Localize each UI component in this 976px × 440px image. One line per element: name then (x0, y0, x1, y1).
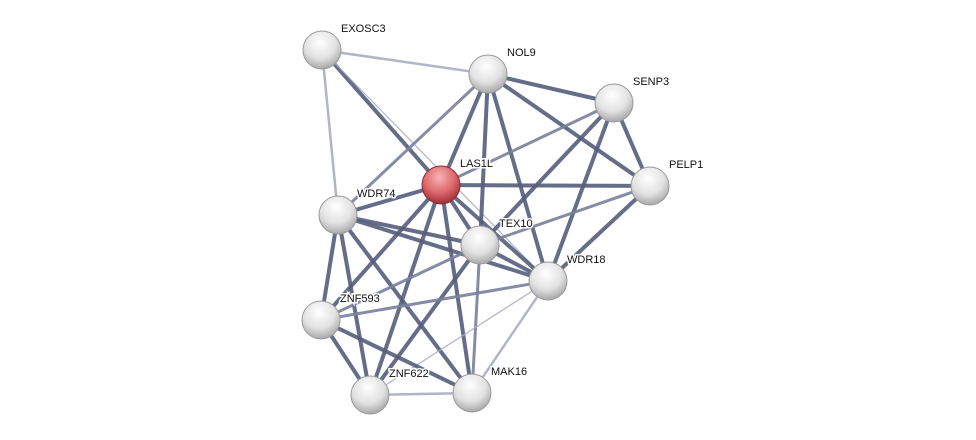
node-label: WDR74 (357, 188, 396, 200)
node-senp3[interactable]: SENP3 (594, 75, 671, 123)
node-label: ZNF622 (389, 368, 429, 380)
node-sphere[interactable] (421, 165, 461, 205)
node-pelp1[interactable]: PELP1 (630, 158, 705, 206)
node-sphere[interactable] (452, 373, 492, 413)
edge-nol9-tex10[interactable] (478, 73, 490, 246)
edge-senp3-tex10[interactable] (478, 101, 616, 247)
edge-nol9-wdr18[interactable] (486, 73, 550, 282)
node-label: PELP1 (669, 159, 703, 171)
edge-tex10-znf593[interactable] (320, 243, 481, 322)
edge-wdr74-tex10[interactable] (337, 213, 481, 247)
node-wdr18[interactable]: WDR18 (528, 253, 607, 301)
edge-exosc3-wdr18[interactable] (321, 49, 549, 282)
node-label: NOL9 (507, 47, 536, 59)
edge-exosc3-wdr74[interactable] (320, 49, 340, 216)
edge-las1l-znf622[interactable] (368, 184, 443, 396)
node-sphere[interactable] (528, 261, 568, 301)
edge-wdr18-mak16[interactable] (470, 280, 550, 394)
node-znf593[interactable]: ZNF593 (301, 292, 381, 340)
node-exosc3[interactable]: EXOSC3 (302, 22, 387, 70)
edge-las1l-mak16[interactable] (439, 184, 474, 394)
node-label: EXOSC3 (341, 23, 386, 35)
edge-nol9-wdr74[interactable] (336, 72, 490, 217)
node-label: TEX10 (499, 218, 533, 230)
node-znf622[interactable]: ZNF622 (350, 367, 430, 415)
edge-senp3-wdr18[interactable] (546, 102, 616, 282)
node-sphere[interactable] (318, 195, 358, 235)
edge-wdr74-wdr18[interactable] (337, 213, 549, 283)
node-sphere[interactable] (468, 54, 508, 94)
edge-exosc3-las1l[interactable] (320, 48, 443, 187)
edge-nol9-senp3[interactable] (487, 72, 615, 105)
edge-las1l-znf593[interactable] (319, 183, 443, 322)
node-sphere[interactable] (460, 225, 500, 265)
node-sphere[interactable] (301, 300, 341, 340)
edge-exosc3-nol9[interactable] (321, 48, 489, 76)
edge-pelp1-wdr18[interactable] (546, 184, 652, 283)
edge-znf593-mak16[interactable] (320, 318, 473, 395)
node-mak16[interactable]: MAK16 (452, 365, 529, 413)
node-wdr74[interactable]: WDR74 (318, 187, 397, 235)
node-label: WDR18 (567, 254, 606, 266)
edge-wdr18-znf593[interactable] (320, 279, 549, 322)
node-sphere[interactable] (350, 375, 390, 415)
node-label: LAS1L (460, 158, 493, 170)
edge-nol9-pelp1[interactable] (486, 72, 652, 188)
edge-tex10-znf622[interactable] (368, 243, 482, 397)
edge-wdr74-mak16[interactable] (336, 213, 474, 395)
node-sphere[interactable] (302, 30, 342, 70)
node-label: MAK16 (491, 366, 527, 378)
node-label: SENP3 (633, 76, 669, 88)
node-las1l[interactable]: LAS1L (421, 157, 495, 205)
edge-nol9-las1l[interactable] (439, 73, 490, 186)
node-sphere[interactable] (630, 166, 670, 206)
node-nol9[interactable]: NOL9 (468, 46, 537, 94)
edge-pelp1-tex10[interactable] (479, 184, 651, 247)
edge-senp3-las1l[interactable] (440, 101, 615, 187)
node-label: ZNF593 (340, 293, 380, 305)
node-sphere[interactable] (594, 83, 634, 123)
node-tex10[interactable]: TEX10 (460, 217, 534, 265)
edge-tex10-mak16[interactable] (470, 244, 482, 394)
edge-wdr18-znf622[interactable] (369, 280, 549, 396)
edge-las1l-pelp1[interactable] (440, 183, 651, 188)
